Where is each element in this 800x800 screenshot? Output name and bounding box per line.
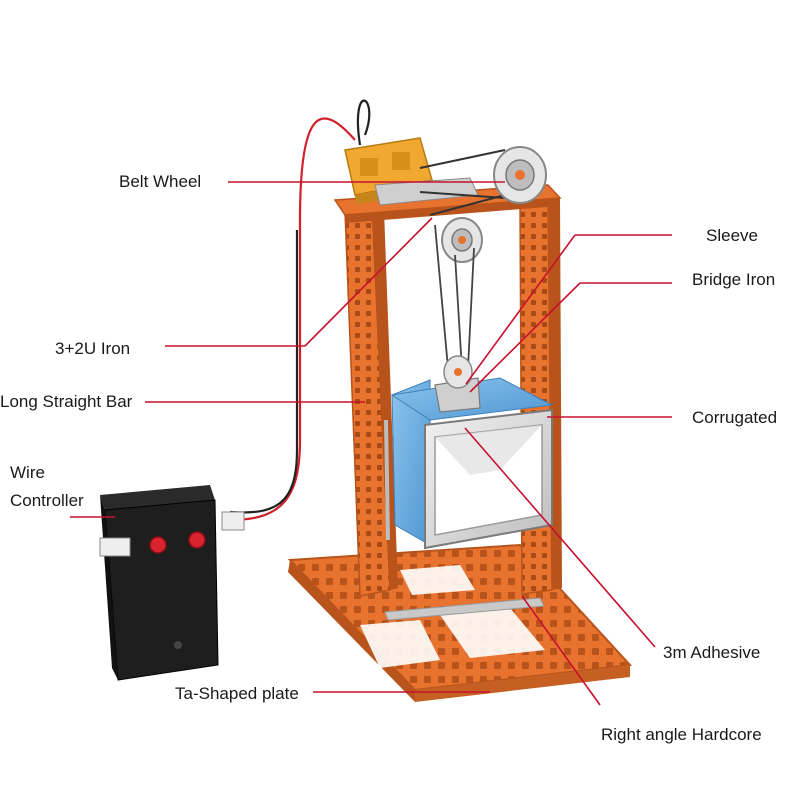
label-3-2u-iron: 3+2U Iron	[55, 339, 131, 358]
battery-controller-icon	[99, 485, 245, 681]
rope	[434, 224, 475, 371]
belt-wheel-icon	[419, 146, 547, 263]
leader-lines	[70, 181, 672, 706]
label-3m-adhesive: 3m Adhesive	[663, 643, 761, 662]
label-corrugated: Corrugated	[692, 408, 778, 427]
label-bridge-iron: Bridge Iron	[692, 270, 776, 289]
long-straight-bar-left	[344, 205, 398, 597]
wire	[229, 99, 371, 522]
label-ta-shaped-plate: Ta-Shaped plate	[175, 684, 299, 703]
sleeve-rod	[384, 419, 390, 541]
label-right-angle-hardcore: Right angle Hardcore	[601, 725, 762, 744]
ta-shaped-plate	[287, 543, 633, 702]
label-wire: Wire	[10, 463, 45, 482]
label-controller: Controller	[10, 491, 84, 510]
elevator-car	[390, 355, 554, 550]
motor-icon	[344, 137, 479, 206]
label-sleeve: Sleeve	[706, 226, 758, 245]
controller-button-up	[188, 531, 206, 549]
right-angle-hardcore	[384, 597, 545, 621]
controller-button-down	[149, 536, 167, 554]
label-belt-wheel: Belt Wheel	[119, 172, 202, 191]
label-long-straight-bar: Long Straight Bar	[0, 392, 133, 411]
